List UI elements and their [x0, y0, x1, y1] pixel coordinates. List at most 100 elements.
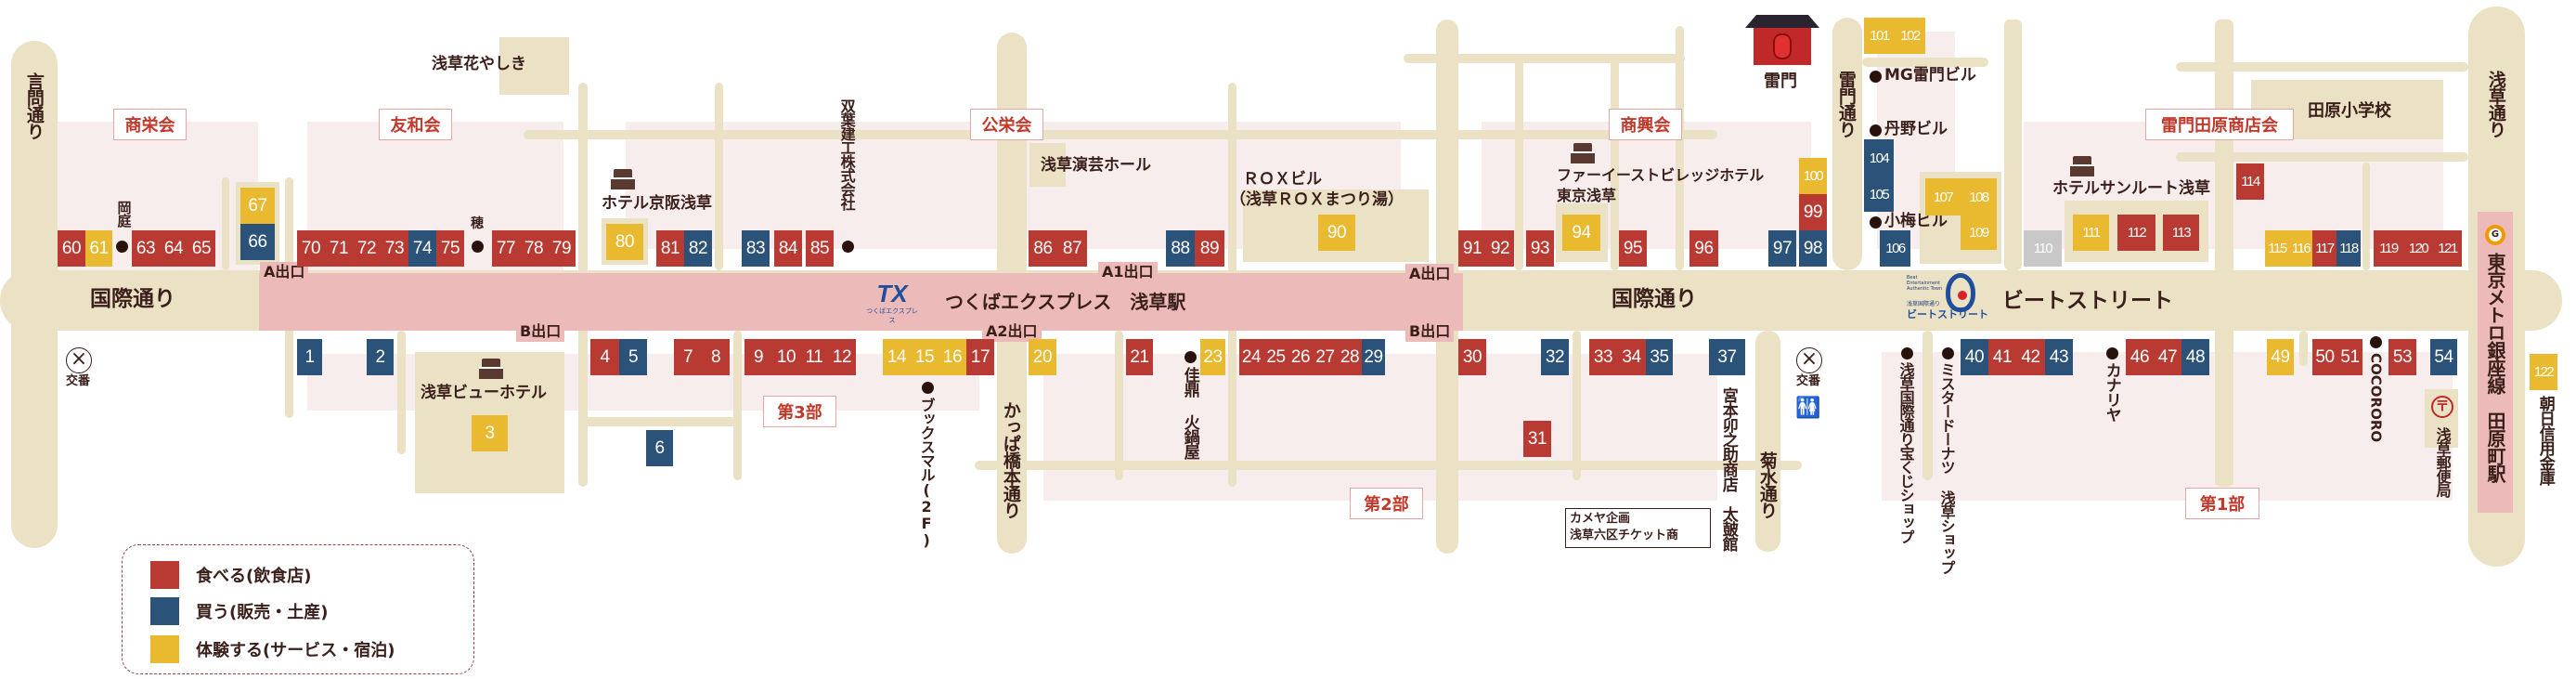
shop-51[interactable]: 51	[2337, 339, 2362, 375]
shop-31[interactable]: 31	[1523, 421, 1551, 457]
shop-11[interactable]: 11	[800, 339, 828, 375]
shop-2[interactable]: 2	[367, 339, 394, 375]
shop-34[interactable]: 34	[1617, 339, 1646, 375]
shop-98[interactable]: 98	[1799, 230, 1827, 267]
shop-3[interactable]: 3	[472, 415, 508, 451]
shop-114[interactable]: 114	[2236, 163, 2264, 200]
shop-65[interactable]: 65	[188, 230, 215, 267]
shop-104[interactable]: 104	[1864, 139, 1894, 176]
shop-47[interactable]: 47	[2154, 339, 2181, 375]
shop-7[interactable]: 7	[674, 339, 702, 375]
shop-116[interactable]: 116	[2289, 230, 2312, 267]
shop-33[interactable]: 33	[1589, 339, 1617, 375]
shop-100[interactable]: 100	[1799, 158, 1827, 194]
shop-122[interactable]: 122	[2530, 354, 2557, 390]
shop-85[interactable]: 85	[806, 230, 834, 267]
shop-97[interactable]: 97	[1768, 230, 1796, 267]
shop-10[interactable]: 10	[772, 339, 800, 375]
shop-48[interactable]: 48	[2181, 339, 2209, 375]
shop-80[interactable]: 80	[606, 224, 643, 260]
shop-88[interactable]: 88	[1166, 230, 1195, 267]
shop-12[interactable]: 12	[828, 339, 856, 375]
shop-109[interactable]: 109	[1961, 215, 1997, 250]
shop-89[interactable]: 89	[1195, 230, 1224, 267]
shop-35[interactable]: 35	[1646, 339, 1673, 375]
shop-110[interactable]: 110	[2024, 230, 2062, 267]
shop-81[interactable]: 81	[656, 230, 684, 267]
shop-26[interactable]: 26	[1288, 339, 1313, 375]
shop-77[interactable]: 77	[492, 230, 520, 267]
shop-93[interactable]: 93	[1526, 230, 1554, 267]
shop-24[interactable]: 24	[1239, 339, 1263, 375]
shop-61[interactable]: 61	[85, 230, 112, 267]
shop-8[interactable]: 8	[702, 339, 730, 375]
shop-84[interactable]: 84	[774, 230, 802, 267]
shop-90[interactable]: 90	[1318, 215, 1355, 251]
shop-87[interactable]: 87	[1057, 230, 1087, 267]
shop-23[interactable]: 23	[1200, 339, 1225, 375]
shop-101[interactable]: 101	[1864, 18, 1895, 54]
shop-78[interactable]: 78	[520, 230, 548, 267]
shop-86[interactable]: 86	[1029, 230, 1057, 267]
shop-102[interactable]: 102	[1895, 18, 1925, 54]
shop-1[interactable]: 1	[297, 339, 322, 375]
shop-54[interactable]: 54	[2430, 339, 2457, 375]
shop-92[interactable]: 92	[1486, 230, 1514, 267]
shop-115[interactable]: 115	[2265, 230, 2289, 267]
shop-119[interactable]: 119	[2374, 230, 2403, 267]
shop-17[interactable]: 17	[966, 339, 994, 375]
shop-91[interactable]: 91	[1458, 230, 1486, 267]
shop-70[interactable]: 70	[297, 230, 325, 267]
shop-108[interactable]: 108	[1961, 178, 1997, 215]
shop-79[interactable]: 79	[548, 230, 576, 267]
shop-25[interactable]: 25	[1263, 339, 1288, 375]
shop-96[interactable]: 96	[1689, 230, 1718, 267]
shop-4[interactable]: 4	[590, 339, 619, 375]
shop-30[interactable]: 30	[1458, 339, 1486, 375]
shop-71[interactable]: 71	[325, 230, 353, 267]
shop-16[interactable]: 16	[938, 339, 966, 375]
shop-50[interactable]: 50	[2312, 339, 2337, 375]
shop-113[interactable]: 113	[2163, 215, 2199, 251]
shop-49[interactable]: 49	[2267, 339, 2294, 375]
shop-40[interactable]: 40	[1961, 339, 1988, 375]
shop-41[interactable]: 41	[1988, 339, 2016, 375]
shop-20[interactable]: 20	[1029, 339, 1056, 375]
shop-42[interactable]: 42	[2016, 339, 2045, 375]
shop-21[interactable]: 21	[1126, 339, 1153, 375]
shop-28[interactable]: 28	[1338, 339, 1362, 375]
shop-105[interactable]: 105	[1864, 176, 1894, 212]
shop-99[interactable]: 99	[1799, 194, 1827, 230]
shop-64[interactable]: 64	[160, 230, 188, 267]
shop-37[interactable]: 37	[1709, 339, 1745, 375]
shop-94[interactable]: 94	[1562, 215, 1600, 251]
shop-67[interactable]: 67	[240, 188, 275, 224]
shop-72[interactable]: 72	[353, 230, 381, 267]
shop-15[interactable]: 15	[911, 339, 938, 375]
shop-107[interactable]: 107	[1925, 178, 1961, 215]
shop-121[interactable]: 121	[2433, 230, 2462, 267]
shop-106[interactable]: 106	[1880, 230, 1910, 267]
shop-73[interactable]: 73	[381, 230, 408, 267]
shop-83[interactable]: 83	[742, 230, 770, 267]
shop-120[interactable]: 120	[2403, 230, 2433, 267]
shop-112[interactable]: 112	[2117, 215, 2155, 251]
shop-53[interactable]: 53	[2388, 339, 2416, 375]
shop-5[interactable]: 5	[619, 339, 647, 375]
shop-32[interactable]: 32	[1541, 339, 1569, 375]
shop-6[interactable]: 6	[646, 430, 673, 466]
shop-74[interactable]: 74	[408, 230, 436, 267]
shop-27[interactable]: 27	[1313, 339, 1338, 375]
shop-95[interactable]: 95	[1619, 230, 1647, 267]
shop-14[interactable]: 14	[883, 339, 911, 375]
shop-111[interactable]: 111	[2073, 215, 2109, 251]
shop-43[interactable]: 43	[2045, 339, 2073, 375]
shop-29[interactable]: 29	[1362, 339, 1385, 375]
shop-82[interactable]: 82	[684, 230, 712, 267]
shop-46[interactable]: 46	[2126, 339, 2154, 375]
shop-9[interactable]: 9	[744, 339, 772, 375]
shop-118[interactable]: 118	[2337, 230, 2361, 267]
shop-60[interactable]: 60	[58, 230, 85, 267]
shop-117[interactable]: 117	[2312, 230, 2337, 267]
shop-75[interactable]: 75	[436, 230, 464, 267]
